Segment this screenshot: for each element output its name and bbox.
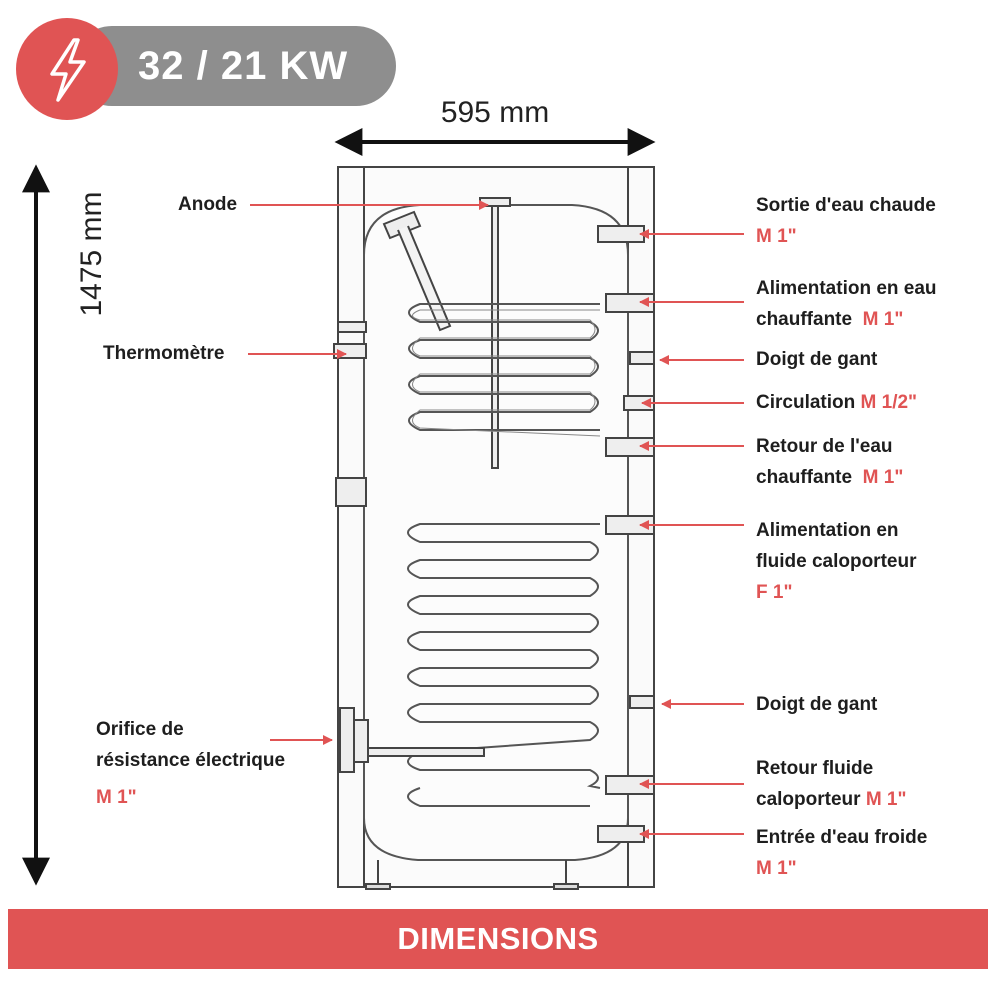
dimensions-banner: DIMENSIONS — [8, 909, 988, 969]
width-dimension: 595 mm — [440, 96, 550, 129]
badge-circle — [16, 18, 118, 120]
leader-lines — [248, 200, 744, 839]
tank-drawing — [333, 166, 655, 890]
label-sortie-eau-chaude: Sortie d'eau chaude M 1" — [756, 195, 936, 247]
label-alimentation-fluide-caloporteur: Alimentation en fluide caloporteur F 1" — [756, 520, 917, 603]
dimensions-title: DIMENSIONS — [397, 921, 599, 956]
power-badge — [72, 26, 396, 106]
label-doigt-de-gant-2: Doigt de gant — [756, 694, 878, 715]
label-retour-fluide-caloporteur: Retour fluide caloporteur M 1" — [756, 758, 907, 810]
lightning-bolt-icon — [50, 38, 86, 102]
label-entree-eau-froide: Entrée d'eau froide M 1" — [756, 827, 928, 879]
label-alimentation-eau-chauffante: Alimentation en eau chauffante M 1" — [756, 278, 937, 330]
power-rating: 32 / 21 KW — [138, 44, 349, 88]
label-anode: Anode — [178, 194, 238, 215]
label-thermometre: Thermomètre — [103, 343, 225, 364]
label-orifice-resistance: Orifice de résistance électrique M 1" — [96, 719, 286, 808]
label-circulation: Circulation M 1/2" — [756, 392, 918, 413]
label-retour-eau-chauffante: Retour de l'eau chauffante M 1" — [756, 436, 904, 488]
label-doigt-de-gant-1: Doigt de gant — [756, 349, 878, 370]
